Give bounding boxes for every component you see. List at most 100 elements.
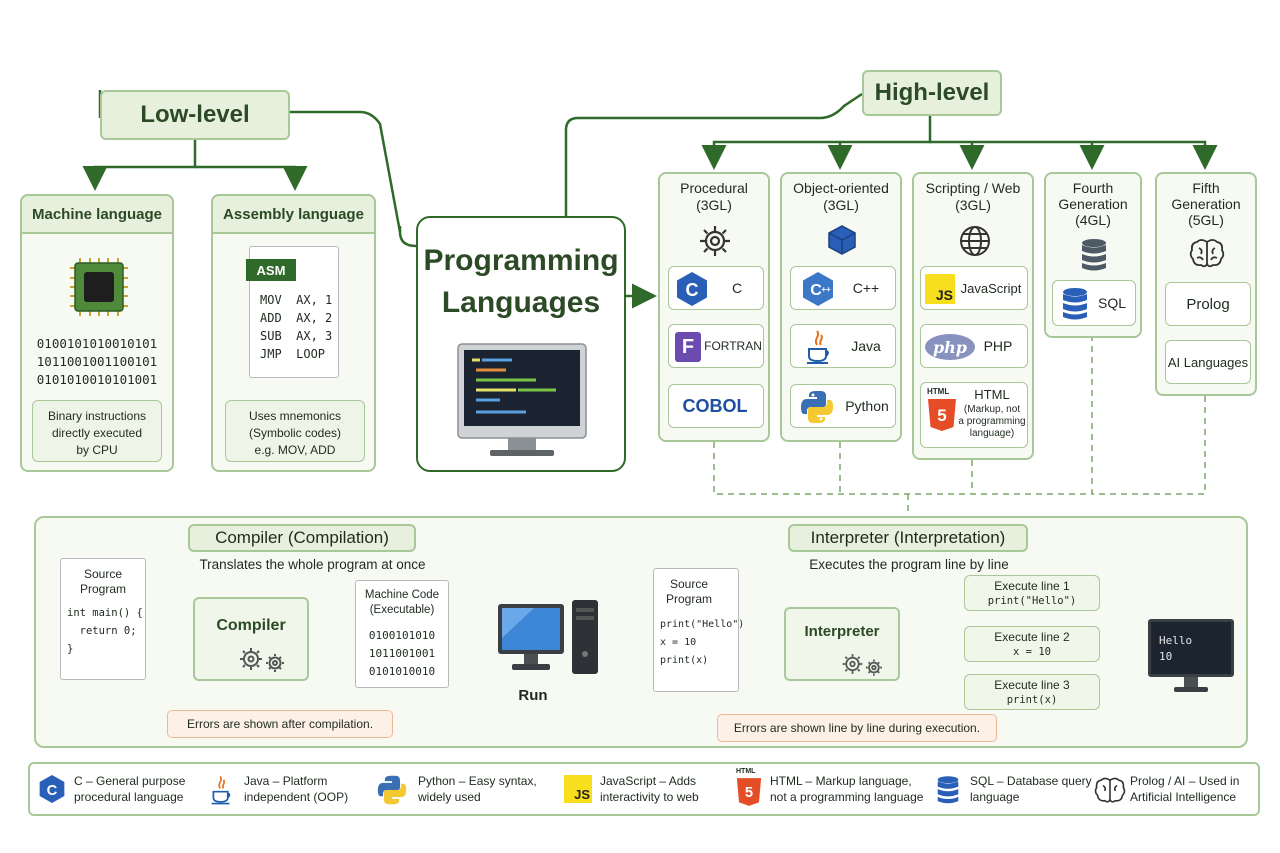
php-logo: php	[925, 334, 975, 360]
binary-line-1: 0100101010010101	[36, 336, 158, 351]
code-line: int main() {	[67, 607, 143, 619]
lang-item-ai-languages: AI Languages	[1165, 340, 1251, 384]
binary-line-3: 0101010010101001	[36, 372, 158, 387]
lang-label: SQL	[1097, 295, 1126, 311]
python-logo	[377, 775, 407, 805]
output-screen: Hello 10	[1148, 619, 1234, 677]
lang-item-sql: SQL	[1052, 280, 1136, 326]
gears-icon	[842, 654, 882, 676]
js-logo-text: JS	[935, 287, 953, 303]
main-title-line-2: Languages	[441, 286, 601, 319]
legend-text: widely used	[418, 790, 481, 804]
machine-language-title: Machine language	[20, 194, 174, 234]
lang-item-php: php PHP	[920, 324, 1028, 368]
c-logo: C	[677, 272, 707, 306]
interpreter-source-doc: Source Program print("Hello") x = 10 pri…	[653, 568, 744, 692]
high-level-header: High-level	[862, 70, 1002, 116]
lang-item-cobol: COBOL	[668, 384, 764, 428]
doc-title: Machine Code	[364, 589, 440, 601]
lang-label: C	[731, 280, 743, 296]
svg-text:C: C	[47, 783, 58, 799]
scripting-web-column: Scripting / Web (3GL) JS JavaScript php …	[912, 172, 1034, 460]
fortran-logo: F	[675, 332, 701, 362]
doc-title: Source	[669, 577, 709, 591]
procedural-column: Procedural (3GL) C C F FORTRAN COBOL	[658, 172, 770, 442]
machine-language-card: Machine language 0100101010010101 101100…	[20, 194, 174, 472]
svg-text:C: C	[810, 282, 822, 299]
machine-code-line: 1011001001	[368, 647, 436, 660]
compiler-box: Compiler	[193, 597, 309, 681]
html5-shield-icon: 5	[736, 778, 762, 806]
doc-title: (Executable)	[369, 604, 435, 616]
lang-label: HTML	[974, 387, 1010, 402]
step-code: print(x)	[1006, 694, 1058, 706]
java-logo	[211, 775, 231, 805]
machine-desc-line: by CPU	[76, 443, 118, 457]
machine-code-line: 0101010010	[368, 665, 436, 678]
interpreter-box-label: Interpreter	[804, 623, 880, 640]
desktop-computer-icon	[498, 600, 598, 674]
js-logo: JS	[925, 274, 955, 304]
machine-language-desc: Binary instructions directly executed by…	[32, 400, 162, 462]
database-icon	[1082, 239, 1106, 271]
legend-text: HTML – Markup language,	[770, 774, 912, 788]
step-label: Execute line 1	[994, 579, 1070, 593]
globe-icon	[960, 226, 990, 256]
html5-logo-text: HTML	[736, 768, 756, 775]
column-title: (3GL)	[696, 197, 732, 213]
legend-text: Python – Easy syntax,	[418, 774, 537, 788]
lang-label: FORTRAN	[704, 339, 762, 353]
legend-text: Artificial Intelligence	[1130, 790, 1237, 804]
machine-code-line: 0100101010	[368, 629, 436, 642]
column-title: Object-oriented	[793, 180, 889, 196]
html5-shield-icon: 5	[928, 399, 956, 431]
legend-text: C – General purpose	[74, 774, 186, 788]
column-title: (5GL)	[1188, 212, 1224, 228]
lang-sublabel: language)	[969, 428, 1015, 439]
column-title: Scripting / Web	[925, 180, 1021, 196]
code-line: }	[67, 643, 74, 655]
code-line: print(x)	[660, 655, 709, 666]
svg-text:++: ++	[821, 285, 831, 294]
doc-title: Program	[79, 582, 126, 596]
legend-text: JavaScript – Adds	[600, 774, 697, 788]
main-title-line-1: Programming	[423, 244, 619, 277]
js-logo-text: JS	[574, 787, 590, 802]
column-title: (3GL)	[955, 197, 991, 213]
interpreter-box: Interpreter	[784, 607, 900, 681]
database-icon	[937, 776, 959, 804]
legend-bar: C C – General purpose procedural languag…	[28, 762, 1260, 816]
lang-item-fortran: F FORTRAN	[668, 324, 764, 368]
step-code: x = 10	[1013, 646, 1051, 658]
lang-label: Java	[851, 338, 881, 354]
svg-text:C: C	[686, 280, 699, 300]
assembly-desc-line: Uses mnemonics	[248, 409, 342, 423]
low-level-header: Low-level	[100, 90, 290, 140]
interpreter-subtitle: Executes the program line by line	[809, 557, 1009, 572]
lang-item-javascript: JS JavaScript	[920, 266, 1028, 310]
output-monitor: Hello 10	[1148, 619, 1234, 695]
doc-title: Program	[665, 592, 712, 606]
legend-text: language	[970, 790, 1020, 804]
interpreter-note: Errors are shown line by line during exe…	[717, 714, 997, 742]
compiler-header: Compiler (Compilation)	[188, 524, 416, 552]
machine-desc-line: Binary instructions	[47, 409, 147, 423]
asm-line: JMP LOOP	[260, 347, 326, 361]
asm-line: ADD AX, 2	[260, 311, 333, 325]
fifth-generation-column: Fifth Generation (5GL) Prolog AI Languag…	[1155, 172, 1257, 396]
interpreter-header: Interpreter (Interpretation)	[788, 524, 1028, 552]
svg-text:5: 5	[937, 406, 946, 425]
code-line: return 0;	[67, 625, 137, 637]
programming-languages-card: Programming Languages	[416, 216, 626, 472]
lang-item-c: C C	[668, 266, 764, 310]
gear-icon	[700, 226, 730, 256]
cube-icon	[828, 225, 856, 255]
column-title: Procedural	[680, 180, 748, 196]
compiler-source-doc: Source Program int main() { return 0; }	[60, 558, 146, 680]
execute-step-2: Execute line 2 x = 10	[964, 626, 1100, 662]
lang-label: JavaScript	[960, 280, 1022, 296]
svg-text:5: 5	[745, 785, 753, 801]
execute-step-3: Execute line 3 print(x)	[964, 674, 1100, 710]
column-title: (3GL)	[823, 197, 859, 213]
output-line: 10	[1159, 650, 1173, 663]
